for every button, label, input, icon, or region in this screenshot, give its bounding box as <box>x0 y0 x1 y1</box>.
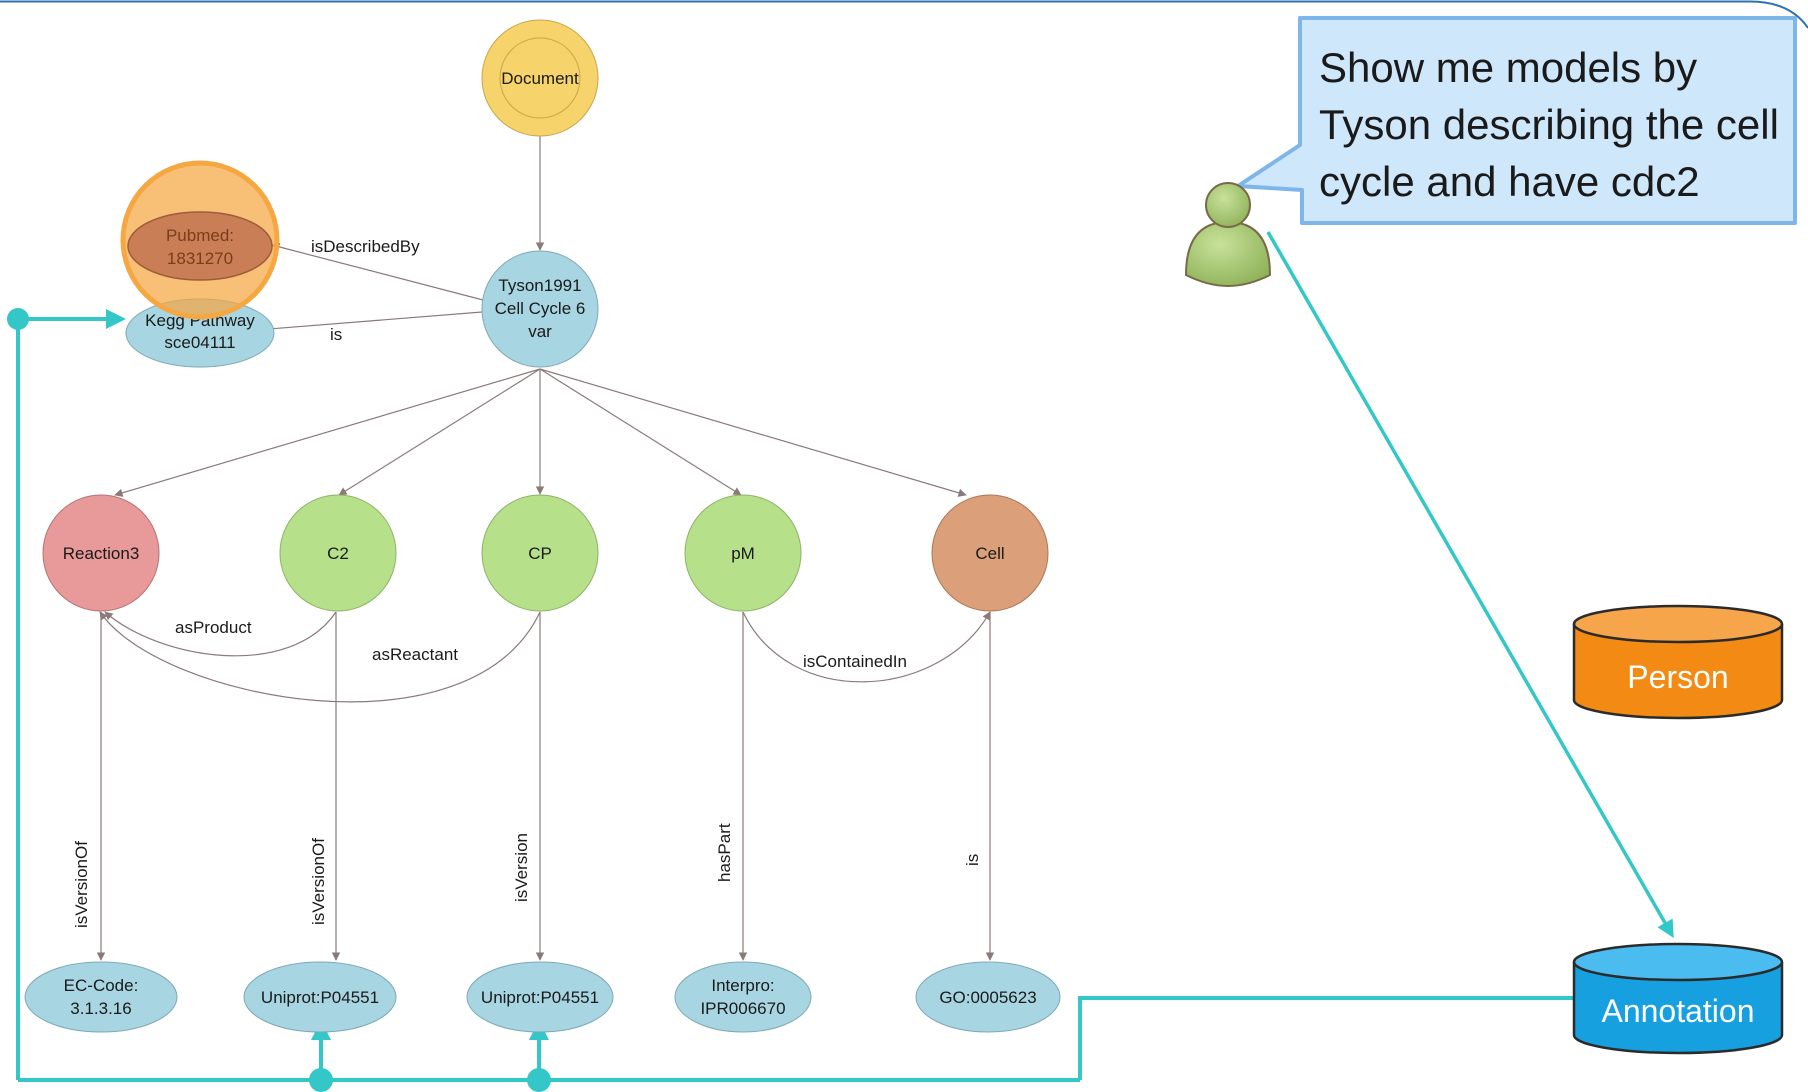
speech-bubble-line-3: cycle and have cdc2 <box>1319 158 1700 205</box>
node-reaction3[interactable]: Reaction3 <box>42 494 160 612</box>
node-cell-label: Cell <box>975 544 1004 563</box>
node-interpro-label-1: Interpro: <box>711 976 774 995</box>
person-database-label: Person <box>1627 659 1728 695</box>
speech-bubble: Show me models by Tyson describing the c… <box>1236 16 1797 225</box>
edge-pm-cell <box>742 611 991 683</box>
edge-label-is-go: is <box>963 854 982 866</box>
node-pm-label: pM <box>731 544 755 563</box>
node-pm[interactable]: pM <box>684 494 802 612</box>
edge-label-as-reactant: asReactant <box>372 645 458 664</box>
node-document-label: Document <box>501 69 579 88</box>
edge-label-is-version: isVersion <box>512 833 531 902</box>
edge-model-pubmed <box>271 242 484 301</box>
node-kegg-label-2: sce04111 <box>164 333 235 352</box>
node-kegg-label-1: Kegg Pathway <box>145 311 255 330</box>
node-go-label: GO:0005623 <box>939 988 1036 1007</box>
edge-label-is-version-of-2: isVersionOf <box>309 838 328 925</box>
graph-edges <box>96 80 995 961</box>
node-model[interactable]: Tyson1991 Cell Cycle 6 var <box>481 250 599 368</box>
edge-model-pm <box>539 368 742 496</box>
node-go[interactable]: GO:0005623 <box>915 961 1061 1033</box>
annotation-database[interactable]: Annotation <box>1572 942 1784 1055</box>
node-uniprot-1-label: Uniprot:P04551 <box>261 988 379 1007</box>
link-dot-left <box>7 308 29 330</box>
edge-label-as-product: asProduct <box>175 618 252 637</box>
node-ec-label-2: 3.1.3.16 <box>70 999 131 1018</box>
edge-model-c2 <box>338 368 541 496</box>
node-cp[interactable]: CP <box>481 494 599 612</box>
edge-c2-reaction3 <box>104 611 337 657</box>
speech-bubble-line-2: Tyson describing the cell <box>1319 101 1779 148</box>
speech-bubble-line-1: Show me models by <box>1319 44 1697 91</box>
link-dot-uniprot2 <box>527 1068 551 1092</box>
node-model-label-3: var <box>528 322 552 341</box>
edge-model-cell <box>539 368 967 497</box>
node-ec-label-1: EC-Code: <box>64 976 139 995</box>
edge-label-is-described-by: isDescribedBy <box>311 237 420 256</box>
node-cp-label: CP <box>528 544 552 563</box>
node-uniprot-2-label: Uniprot:P04551 <box>481 988 599 1007</box>
annotation-database-label: Annotation <box>1601 993 1754 1029</box>
node-ec-code[interactable]: EC-Code: 3.1.3.16 <box>24 961 178 1033</box>
edge-label-is: is <box>330 325 342 344</box>
edge-label-is-version-of-1: isVersionOf <box>72 841 91 928</box>
edge-model-reaction3 <box>114 368 541 497</box>
person-database[interactable]: Person <box>1572 604 1784 720</box>
link-user-annotation <box>1266 231 1674 939</box>
node-interpro[interactable]: Interpro: IPR006670 <box>674 961 812 1033</box>
node-reaction3-label: Reaction3 <box>63 544 140 563</box>
edge-cp-reaction3 <box>99 611 541 703</box>
frame-border <box>0 0 1808 29</box>
node-pubmed[interactable]: Pubmed: 1831270 <box>120 160 280 320</box>
node-cell[interactable]: Cell <box>931 494 1049 612</box>
node-model-label-2: Cell Cycle 6 <box>495 299 586 318</box>
node-document[interactable]: Document <box>481 19 599 137</box>
node-pubmed-label-2: 1831270 <box>167 249 233 268</box>
node-c2[interactable]: C2 <box>279 494 397 612</box>
edge-label-is-contained-in: isContainedIn <box>803 652 907 671</box>
node-interpro-label-2: IPR006670 <box>700 999 785 1018</box>
user-icon <box>1184 182 1272 288</box>
node-model-label-1: Tyson1991 <box>498 276 581 295</box>
node-c2-label: C2 <box>327 544 349 563</box>
node-pubmed-label-1: Pubmed: <box>166 226 234 245</box>
node-kegg[interactable]: Kegg Pathway sce04111 <box>125 298 275 368</box>
link-dot-uniprot1 <box>309 1068 333 1092</box>
link-rail-annotation <box>1078 996 1575 1080</box>
edge-model-kegg <box>243 311 483 335</box>
node-uniprot-2[interactable]: Uniprot:P04551 <box>466 961 614 1033</box>
node-uniprot-1[interactable]: Uniprot:P04551 <box>243 961 397 1033</box>
edge-label-has-part: hasPart <box>715 823 734 882</box>
